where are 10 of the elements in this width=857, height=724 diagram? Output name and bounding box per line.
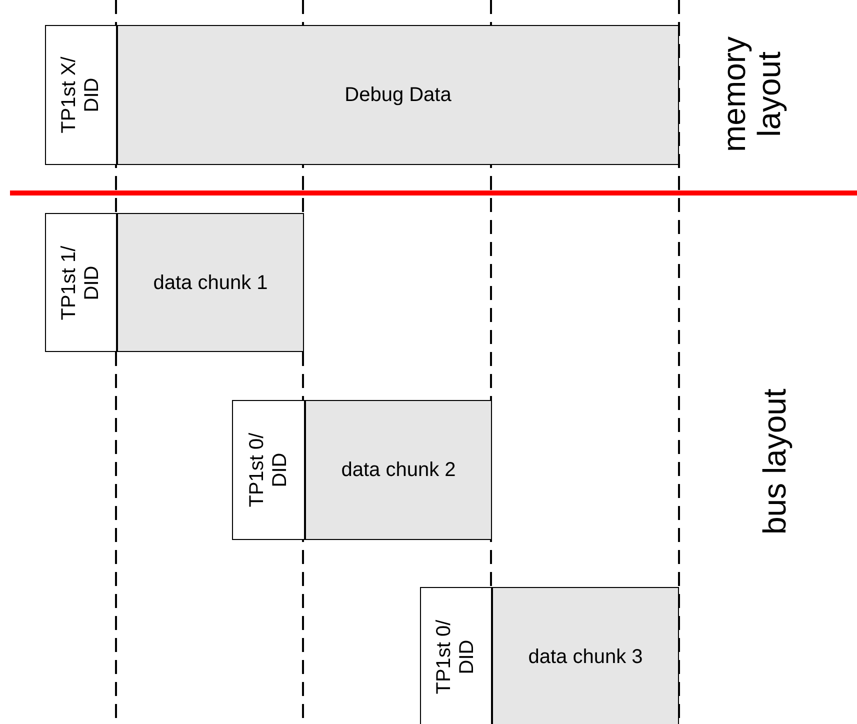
section-label: memory layout [716,35,788,154]
data-box: data chunk 3 [492,587,679,724]
data-box: Debug Data [117,25,679,165]
header-box: TP1st 1/ DID [45,213,117,352]
section-label: bus layout [757,388,793,537]
header-box: TP1st 0/ DID [232,400,305,540]
header-box: TP1st 0/ DID [420,587,492,724]
header-box: TP1st X/ DID [45,25,117,165]
data-box: data chunk 1 [117,213,304,352]
data-box: data chunk 2 [305,400,492,540]
